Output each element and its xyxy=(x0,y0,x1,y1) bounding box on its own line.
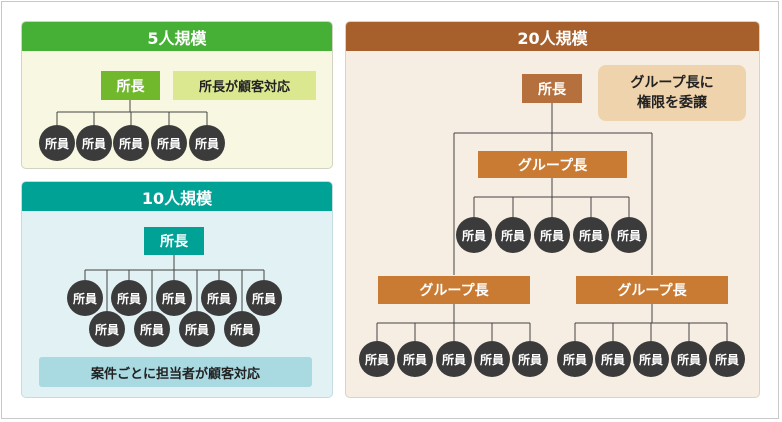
staff-node: 所員 xyxy=(436,341,472,377)
staff-node: 所員 xyxy=(89,311,125,347)
staff-node: 所員 xyxy=(113,125,149,161)
staff-node: 所員 xyxy=(456,217,492,253)
note-line: 権限を委譲 xyxy=(637,95,707,111)
chief-box: 所長 xyxy=(522,74,582,103)
staff-node: 所員 xyxy=(595,341,631,377)
chief-box: 所長 xyxy=(144,227,204,255)
staff-node: 所員 xyxy=(397,341,433,377)
staff-node: 所員 xyxy=(709,341,745,377)
chief-box: 所長 xyxy=(101,71,160,100)
group-leader-box: グループ長 xyxy=(378,276,530,304)
staff-node: 所員 xyxy=(611,217,647,253)
staff-node: 所員 xyxy=(512,341,548,377)
panel-title: 10人規模 xyxy=(22,182,332,211)
staff-node: 所員 xyxy=(474,341,510,377)
group-leader-box: グループ長 xyxy=(478,151,627,178)
staff-node: 所員 xyxy=(534,217,570,253)
panel-5-person: 5人規模 所長 所長が顧客対応 所員 所員 所員 所員 所員 xyxy=(21,21,333,169)
note-box: 所長が顧客対応 xyxy=(173,71,316,100)
staff-node: 所員 xyxy=(76,125,112,161)
panel-10-person: 10人規模 所長 所員 所員 所員 所員 所員 所員 所員 所員 所員 案件ごと… xyxy=(21,181,333,398)
staff-node: 所員 xyxy=(189,125,225,161)
staff-node: 所員 xyxy=(179,311,215,347)
staff-node: 所員 xyxy=(67,280,103,316)
staff-node: 所員 xyxy=(156,280,192,316)
note-box: グループ長に 権限を委譲 xyxy=(598,65,746,121)
staff-node: 所員 xyxy=(557,341,593,377)
staff-node: 所員 xyxy=(633,341,669,377)
org-lines xyxy=(84,255,265,311)
panel-title: 5人規模 xyxy=(22,22,332,51)
staff-node: 所員 xyxy=(359,341,395,377)
staff-node: 所員 xyxy=(224,311,260,347)
staff-node: 所員 xyxy=(671,341,707,377)
staff-node: 所員 xyxy=(39,125,75,161)
org-lines xyxy=(56,100,208,125)
staff-node: 所員 xyxy=(495,217,531,253)
staff-node: 所員 xyxy=(246,280,282,316)
note-box: 案件ごとに担当者が顧客対応 xyxy=(39,357,312,387)
group-leader-box: グループ長 xyxy=(576,276,728,304)
note-line: グループ長に xyxy=(630,75,714,91)
panel-title: 20人規模 xyxy=(346,22,759,51)
staff-node: 所員 xyxy=(111,280,147,316)
staff-node: 所員 xyxy=(134,311,170,347)
staff-node: 所員 xyxy=(151,125,187,161)
org-lines xyxy=(376,103,728,341)
panel-20-person: 20人規模 xyxy=(345,21,760,398)
staff-node: 所員 xyxy=(573,217,609,253)
staff-node: 所員 xyxy=(201,280,237,316)
